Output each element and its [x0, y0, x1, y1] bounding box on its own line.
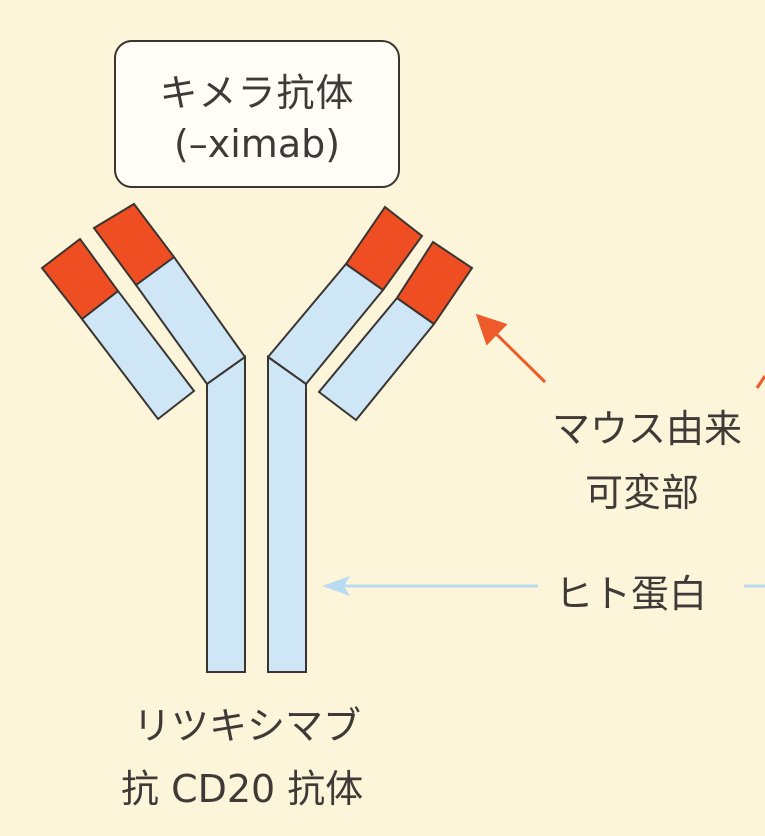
drug-name-label: リツキシマブ	[133, 695, 361, 750]
title-line2: (–ximab)	[116, 122, 398, 166]
human-protein-label: ヒト蛋白	[555, 563, 707, 618]
mouse-variable-label-line1: マウス由来	[552, 398, 742, 453]
right-heavy-chain	[268, 207, 422, 672]
mouse-variable-label-line2: 可変部	[585, 462, 699, 517]
title-line1: キメラ抗体	[116, 62, 398, 117]
mouse-variable-arrow-edge	[757, 376, 765, 388]
right-heavy-chain-stem	[268, 357, 306, 672]
drug-target-label: 抗 CD20 抗体	[121, 758, 363, 813]
left-heavy-chain	[94, 204, 245, 672]
left-heavy-chain-stem	[207, 357, 245, 672]
mouse-variable-arrow	[480, 318, 545, 382]
chimeric-antibody-title-box: キメラ抗体 (–ximab)	[114, 40, 400, 188]
